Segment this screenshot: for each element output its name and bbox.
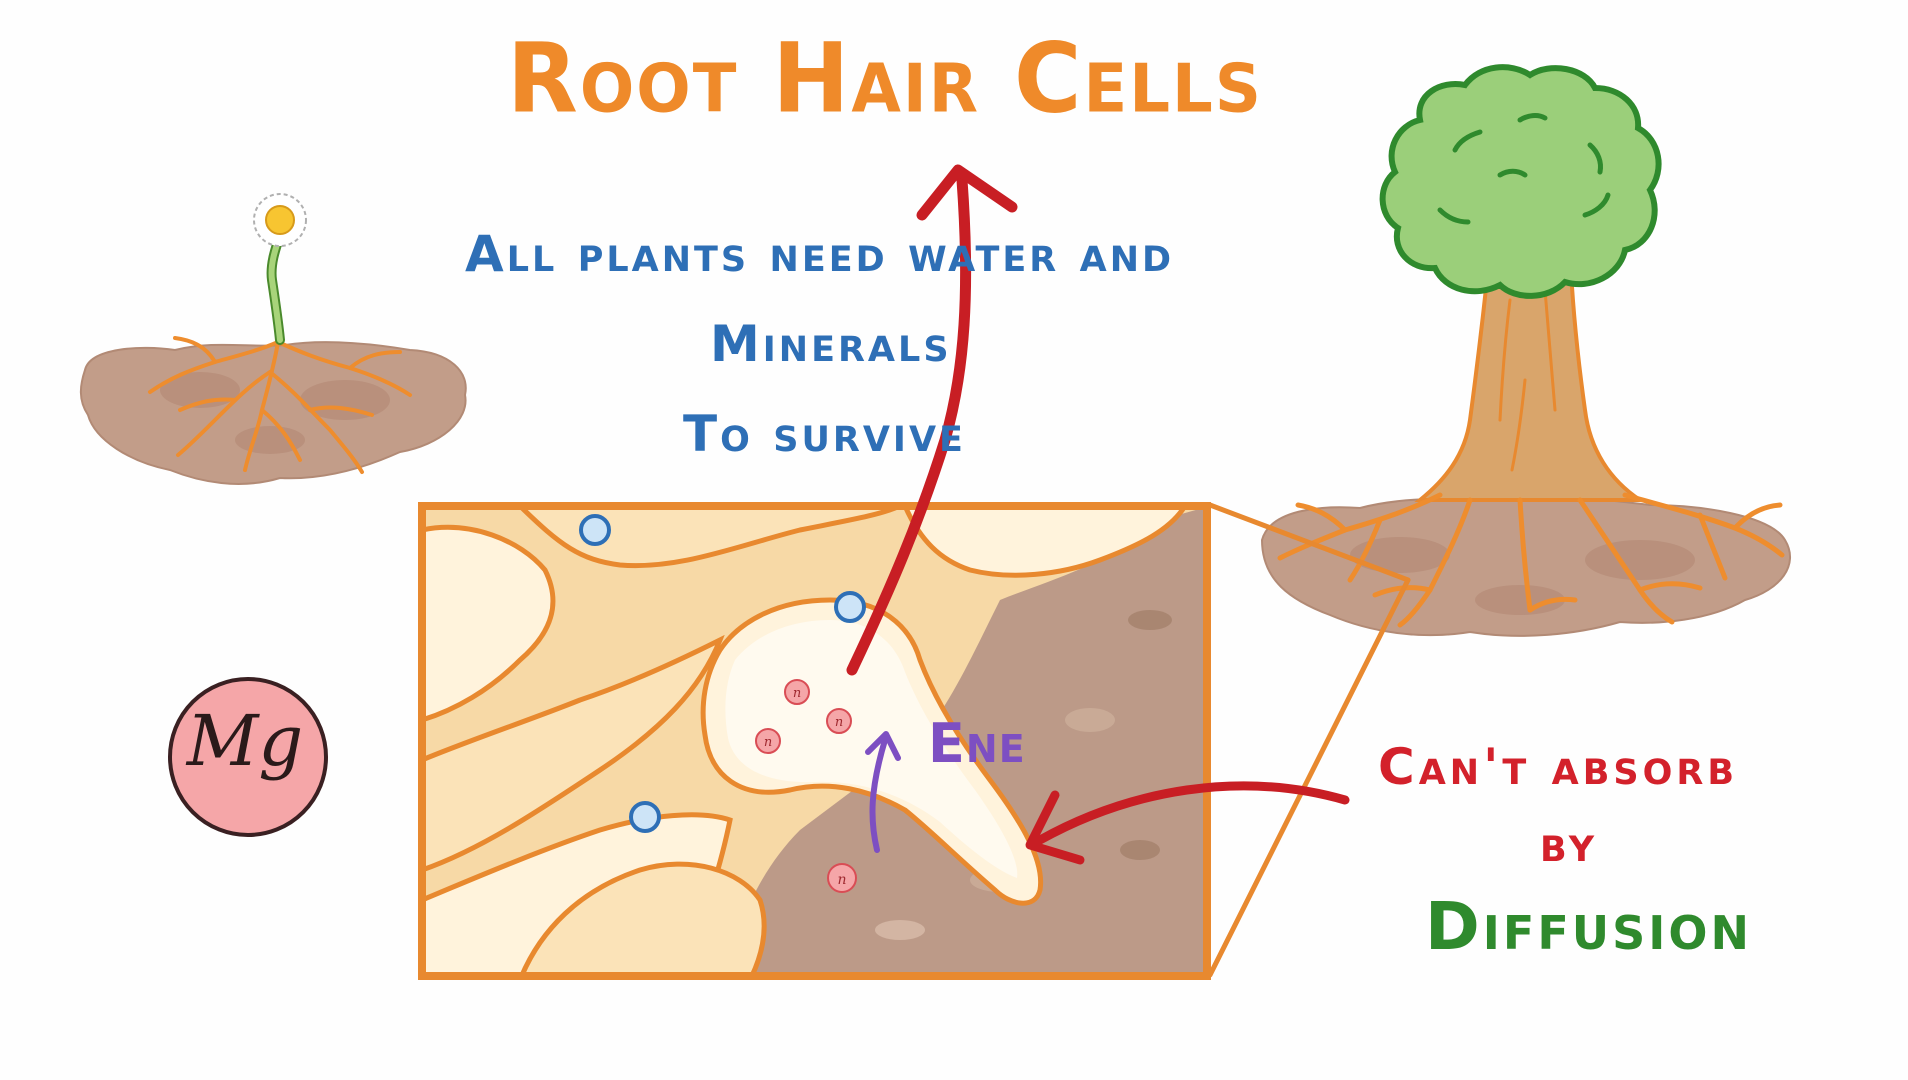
statement-line-1: All plants need water and bbox=[465, 225, 1175, 283]
small-plant bbox=[79, 193, 467, 485]
callout-line-3: Diffusion bbox=[1425, 888, 1752, 965]
callout-line-2: by bbox=[1540, 815, 1599, 873]
svg-text:n: n bbox=[837, 872, 846, 888]
mineral-ion-icon: n bbox=[826, 708, 852, 734]
svg-text:n: n bbox=[835, 715, 843, 730]
enzyme-label: Ene bbox=[928, 712, 1026, 775]
statement-line-2: Minerals bbox=[710, 315, 952, 373]
tree bbox=[1260, 64, 1791, 637]
small-plant-roots bbox=[148, 336, 412, 474]
vacuole-icon bbox=[579, 514, 611, 546]
root-hair-zoom-panel: n n n n bbox=[418, 502, 1211, 980]
zoom-connector bbox=[1207, 502, 1411, 978]
tree-canopy bbox=[1379, 64, 1662, 299]
mineral-ion-icon: n bbox=[827, 863, 857, 893]
flower-icon bbox=[253, 193, 307, 247]
statement-line-3: To survive bbox=[683, 405, 966, 463]
vacuole-icon bbox=[834, 591, 866, 623]
svg-text:n: n bbox=[793, 686, 801, 701]
svg-text:n: n bbox=[764, 735, 772, 750]
mineral-ion-icon: n bbox=[784, 679, 810, 705]
callout-line-1: Can't absorb bbox=[1378, 738, 1739, 796]
magnesium-label: Mg bbox=[186, 700, 304, 782]
page-title: Root Hair Cells bbox=[507, 22, 1263, 135]
active-transport-arrow bbox=[865, 731, 901, 853]
zoom-panel-frame bbox=[418, 502, 1211, 980]
vacuole-icon bbox=[629, 801, 661, 833]
magnesium-icon bbox=[168, 677, 328, 837]
tree-roots bbox=[1277, 492, 1785, 628]
mineral-ion-icon: n bbox=[755, 728, 781, 754]
diffusion-callout-arrow bbox=[1025, 781, 1350, 865]
upward-uptake-arrow bbox=[846, 164, 1018, 676]
